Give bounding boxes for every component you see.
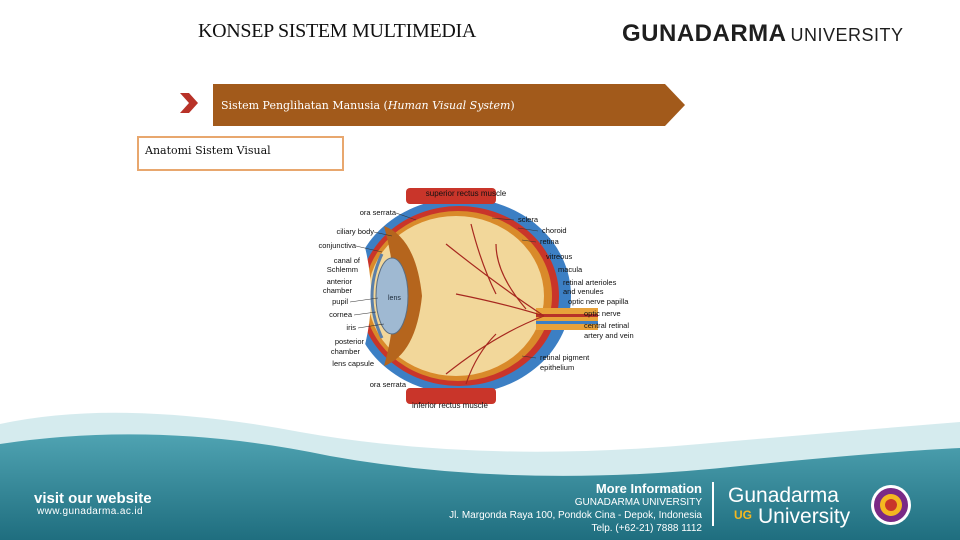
subtitle-box: Anatomi Sistem Visual	[137, 136, 344, 171]
banner-italic: Human Visual System	[387, 98, 511, 112]
label-right: retinal pigment	[540, 353, 590, 362]
website-link[interactable]: www.gunadarma.ac.id	[37, 506, 143, 517]
label-right: and venules	[563, 287, 604, 296]
label-left: canal of	[334, 256, 361, 265]
visit-website-heading: visit our website	[34, 490, 152, 507]
info-phone: Telp. (+62-21) 7888 1112	[591, 523, 702, 534]
label-left: ora serrata	[360, 208, 397, 217]
label-right: optic nerve papilla	[568, 297, 629, 306]
chevron-right-icon	[180, 93, 198, 113]
label-right: central retinal	[584, 321, 629, 330]
brand-suffix: UNIVERSITY	[790, 25, 904, 45]
eye-anatomy-diagram: superior rectus muscle inferior rectus m…	[296, 184, 666, 414]
footer-background	[0, 412, 960, 540]
info-org: GUNADARMA UNIVERSITY	[574, 497, 702, 508]
label-right: epithelium	[540, 363, 574, 372]
label-left: posterior	[335, 337, 365, 346]
label-left: ciliary body	[336, 227, 374, 236]
label-right: choroid	[542, 226, 567, 235]
info-heading: More Information	[595, 481, 702, 496]
label-lens: lens	[388, 295, 401, 302]
slide-title: KONSEP SISTEM MULTIMEDIA	[198, 20, 477, 42]
label-right: sclera	[518, 215, 539, 224]
label-left: chamber	[331, 347, 361, 356]
label-left: chamber	[323, 286, 353, 295]
logo-mark: UG	[734, 508, 752, 522]
banner-text: Sistem Penglihatan Manusia (Human Visual…	[221, 98, 515, 112]
label-left: anterior	[327, 277, 353, 286]
label-right: vitreous	[546, 252, 573, 261]
label-inferior-rectus: inferior rectus muscle	[412, 401, 489, 410]
label-left: iris	[346, 323, 356, 332]
label-left: Schlemm	[327, 265, 358, 274]
label-superior-rectus: superior rectus muscle	[426, 189, 507, 198]
logo-word-1: Gunadarma	[728, 484, 839, 507]
label-right: optic nerve	[584, 309, 621, 318]
contact-info: More Information GUNADARMA UNIVERSITY Jl…	[449, 481, 702, 535]
label-left: pupil	[332, 297, 348, 306]
footer-divider	[712, 482, 714, 526]
label-right: macula	[558, 265, 583, 274]
label-left: cornea	[329, 310, 353, 319]
label-right: retina	[540, 237, 560, 246]
brand-name: GUNADARMA	[622, 20, 787, 47]
gunadarma-logo: Gunadarma UG University	[726, 484, 876, 530]
section-banner: Sistem Penglihatan Manusia (Human Visual…	[213, 84, 685, 126]
logo-word-2: University	[758, 505, 851, 528]
label-left: conjunctiva	[318, 241, 356, 250]
label-left: lens capsule	[332, 359, 374, 368]
label-right: retinal arterioles	[563, 278, 617, 287]
university-seal-icon	[871, 485, 911, 525]
label-right: artery and vein	[584, 331, 634, 340]
label-left: ora serrata	[370, 380, 407, 389]
info-address: Jl. Margonda Raya 100, Pondok Cina - Dep…	[449, 510, 702, 521]
